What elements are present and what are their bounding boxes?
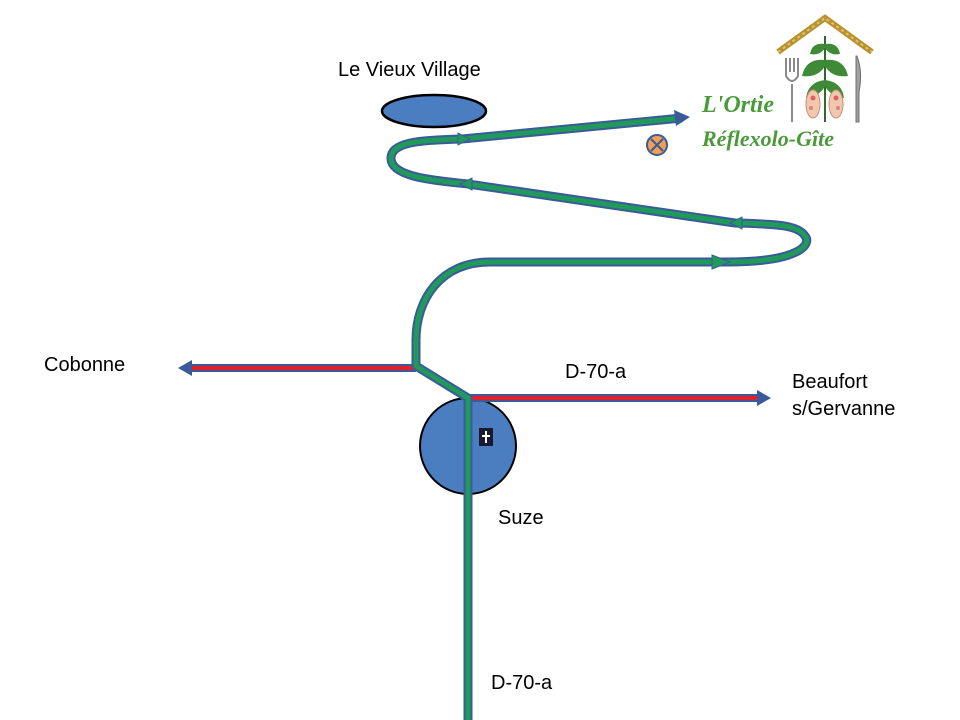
- label-road-bottom: D-70-a: [491, 672, 553, 694]
- label-cobonne: Cobonne: [44, 354, 126, 376]
- route-d70a: [386, 113, 812, 720]
- road-beaufort: [470, 390, 771, 406]
- house-roof-icon: [776, 14, 874, 55]
- destination-marker-icon: [646, 134, 668, 156]
- arrow-mid-2-icon: [458, 177, 473, 191]
- label-beaufort-line2: s/Gervanne: [792, 398, 896, 420]
- label-suze: Suze: [498, 507, 544, 529]
- logo-subtitle: Réflexolo-Gîte: [702, 126, 834, 151]
- arrow-mid-3-icon: [728, 216, 743, 230]
- arrow-mid-1-icon: [457, 132, 472, 146]
- fork-icon: [785, 58, 799, 122]
- feet-icon: [805, 89, 844, 119]
- label-vieux-village: Le Vieux Village: [338, 59, 481, 81]
- vieux-village-marker: [380, 93, 488, 129]
- label-road-top: D-70-a: [565, 361, 627, 383]
- arrow-mid-4-icon: [711, 254, 732, 270]
- church-icon: [479, 428, 493, 446]
- road-cobonne: [178, 360, 416, 376]
- route-direction-arrows: [457, 110, 743, 270]
- label-beaufort-line1: Beaufort: [792, 371, 868, 393]
- arrow-end-icon: [674, 110, 690, 126]
- knife-icon: [855, 55, 862, 123]
- logo-title: L'Ortie: [702, 92, 774, 118]
